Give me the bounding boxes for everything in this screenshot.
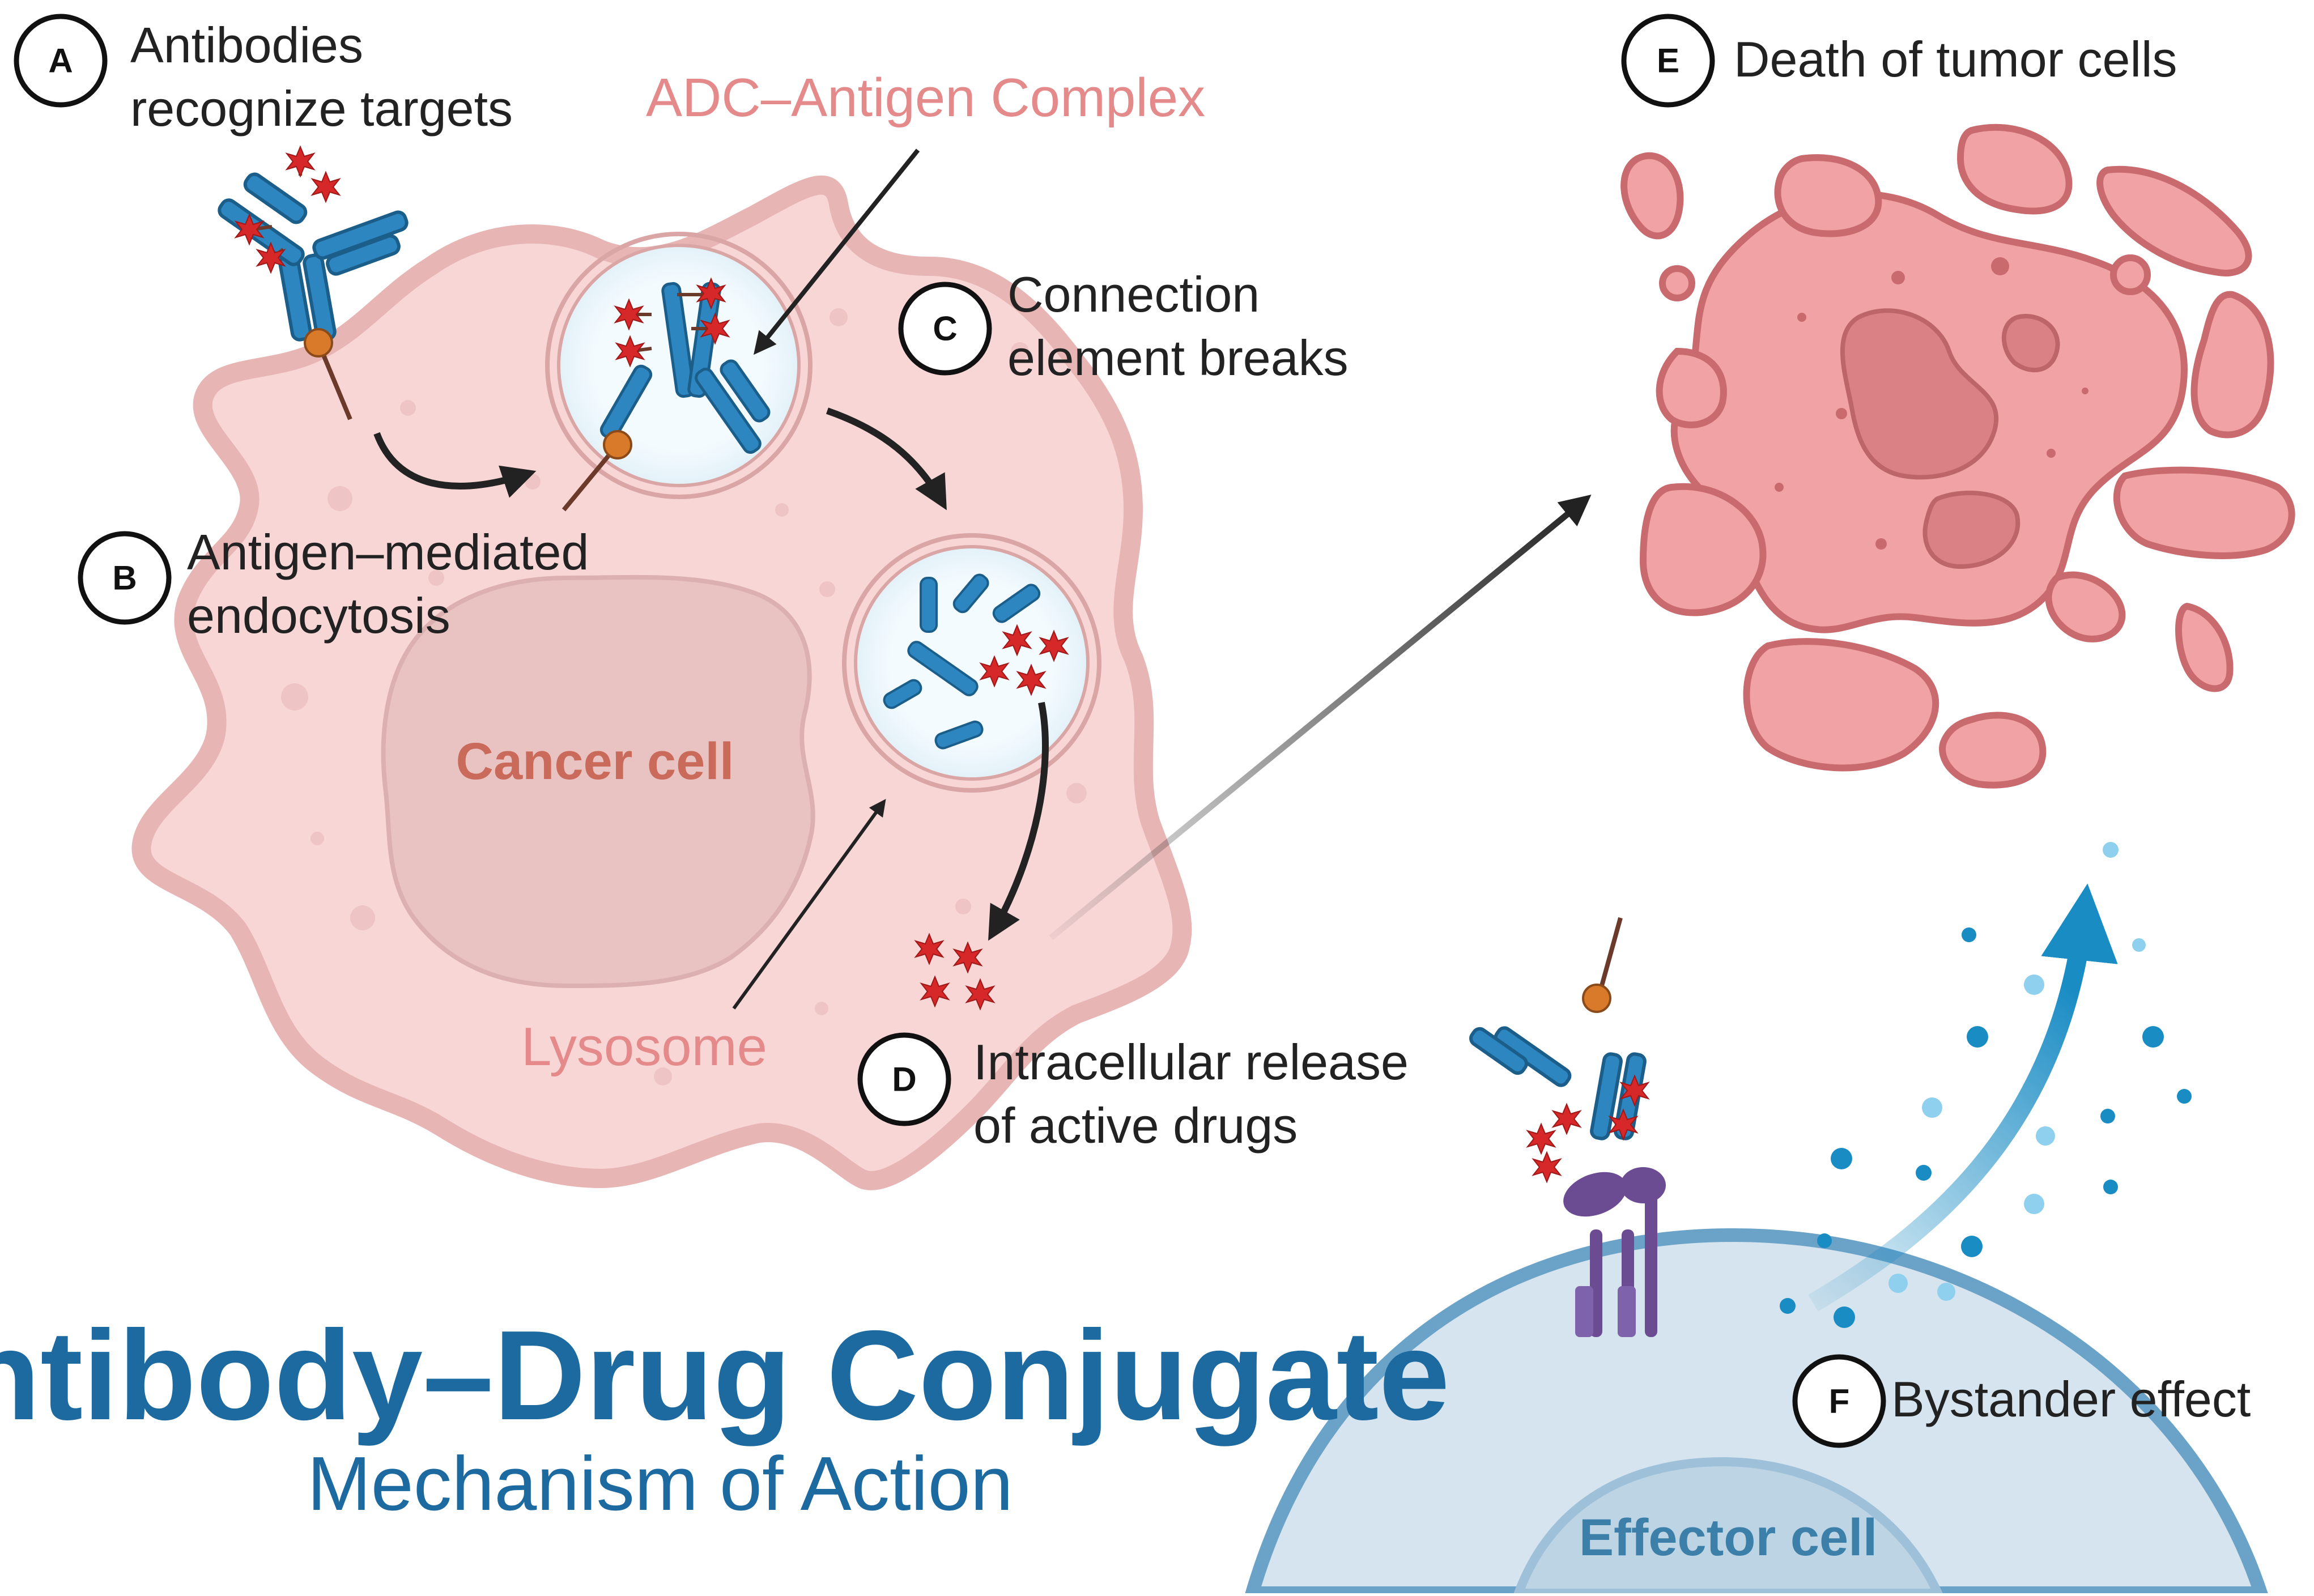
- page-subtitle: Mechanism of Action: [307, 1441, 1013, 1526]
- lysosome-label: Lysosome: [521, 1016, 767, 1077]
- arrow-b-to-c: [826, 407, 947, 510]
- step-d-line1: Intracellular release: [973, 1034, 1409, 1090]
- step-b-letter: B: [112, 559, 137, 597]
- step-d-letter: D: [892, 1061, 916, 1099]
- step-a-letter: A: [48, 42, 73, 80]
- fc-receptor: [1563, 1167, 1666, 1337]
- bystander-effect: [1780, 842, 2192, 1328]
- step-e-letter: E: [1657, 42, 1679, 80]
- arrow-d-to-e: [1049, 495, 1592, 940]
- page-title: Antibody–Drug Conjugate: [0, 1304, 1450, 1446]
- step-a-line2: recognize targets: [130, 80, 513, 137]
- cancer-cell-nucleus: [381, 574, 815, 989]
- tumor-specks: [1775, 257, 2088, 550]
- step-e-marker: [1621, 14, 1715, 108]
- step-e-line1: Death of tumor cells: [1734, 31, 2177, 87]
- step-f: F Bystander effect: [1792, 1354, 2251, 1448]
- adc-antibody: [218, 146, 409, 420]
- step-d-line2: of active drugs: [973, 1097, 1298, 1154]
- step-c-marker: [898, 282, 992, 376]
- bystander-arrow: [1808, 883, 2118, 1312]
- tumor-cell-fragments: [1620, 124, 2295, 789]
- step-c-line1: Connection: [1007, 266, 1260, 322]
- internalized-antibody: [562, 278, 771, 512]
- step-c: C Connection element breaks: [898, 266, 1349, 386]
- step-d-marker: [857, 1032, 951, 1126]
- step-a-marker: [14, 14, 108, 108]
- step-c-line2: element breaks: [1007, 330, 1349, 386]
- step-b-line2: endocytosis: [187, 588, 450, 644]
- step-e: E Death of tumor cells: [1621, 14, 2177, 108]
- flow-arrows: [373, 148, 1592, 1010]
- step-b-line1: Antigen–mediated: [187, 524, 589, 580]
- lysosome: [842, 533, 1101, 793]
- step-a-line1: Antibodies: [130, 17, 363, 73]
- step-c-letter: C: [933, 310, 957, 348]
- antibody-fragments: [883, 573, 1041, 750]
- arrow-lysosome-label: [732, 799, 886, 1010]
- step-f-letter: F: [1829, 1382, 1850, 1420]
- bound-antibody: [1469, 917, 1649, 1182]
- adc-antigen-complex-vesicle: [545, 232, 813, 512]
- cancer-cell: Cancer cell: [131, 175, 1192, 1190]
- tumor-nuclei: [1840, 308, 2060, 569]
- cancer-cell-label: Cancer cell: [456, 733, 734, 790]
- effector-cell: Effector cell: [1244, 1228, 2269, 1596]
- arrow-complex-label: [753, 148, 920, 355]
- step-b-marker: [78, 531, 172, 625]
- step-b: B Antigen–mediated endocytosis: [78, 524, 589, 644]
- effector-cell-label: Effector cell: [1579, 1509, 1878, 1567]
- arrow-a-to-b: [373, 432, 537, 498]
- adc-complex-label: ADC–Antigen Complex: [646, 67, 1205, 128]
- step-d: D Intracellular release of active drugs: [857, 1032, 1409, 1154]
- step-f-line1: Bystander effect: [1891, 1371, 2251, 1427]
- step-a: A Antibodies recognize targets: [14, 14, 513, 137]
- bystander-particles: [1780, 842, 2192, 1328]
- arrow-c-to-d: [988, 701, 1049, 941]
- step-f-marker: [1792, 1354, 1886, 1448]
